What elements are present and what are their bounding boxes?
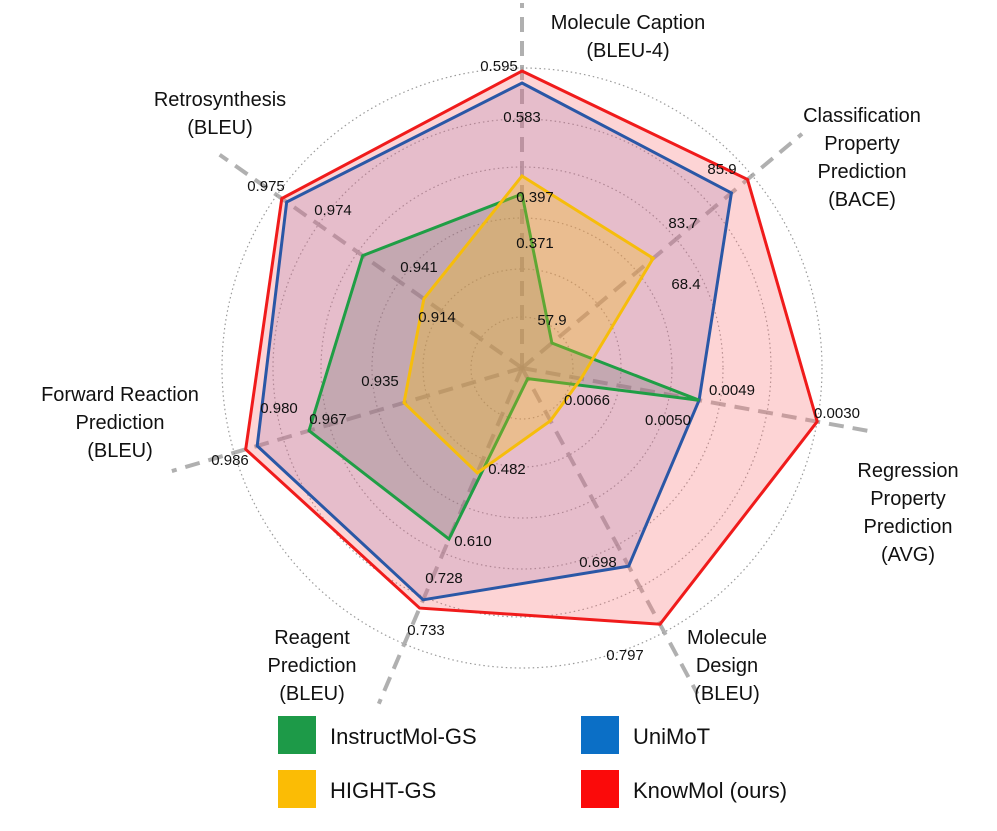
legend-label-unimot: UniMoT [633, 724, 710, 749]
value-label: 0.974 [314, 202, 352, 219]
value-label: 0.935 [361, 373, 399, 390]
axis-labels: Molecule Caption (BLEU-4) ClassificationPr… [41, 12, 959, 705]
value-label: 0.914 [418, 309, 456, 326]
value-label: 0.371 [516, 235, 554, 252]
legend-label-knowmol-ours: KnowMol (ours) [633, 778, 787, 803]
value-label: 0.698 [579, 554, 617, 571]
value-label: 0.397 [516, 189, 554, 206]
value-label: 0.986 [211, 452, 249, 469]
legend-swatch-hight-gs [278, 770, 316, 808]
axis-label-5: Reagent [274, 627, 350, 649]
value-label: 0.0030 [814, 405, 860, 422]
value-label: 83.7 [668, 215, 697, 232]
axis-label-2: Property [824, 133, 900, 155]
value-label: 0.980 [260, 400, 298, 417]
value-label: 0.941 [400, 259, 438, 276]
series-unimot [255, 81, 734, 602]
axis-label-5: (BLEU) [279, 683, 345, 705]
axis-spoke-4 [520, 367, 700, 695]
value-label: 57.9 [537, 312, 566, 329]
grid-ring-4 [320, 166, 724, 570]
axis-label-3: Regression [857, 460, 958, 482]
series-hight-gs [402, 174, 656, 475]
value-label: 0.967 [309, 411, 347, 428]
axis-label-7: (BLEU) [187, 117, 253, 139]
grid-ring-5 [272, 118, 772, 618]
value-label: 68.4 [671, 276, 700, 293]
axis-label-3: Property [870, 488, 946, 510]
legend: InstructMol-GS HIGHT-GS UniMoT KnowMol (our… [278, 716, 787, 808]
legend-swatch-knowmol-ours [581, 770, 619, 808]
axis-label-3: (AVG) [881, 544, 935, 566]
legend-label-instructmol-gs: InstructMol-GS [330, 724, 477, 749]
axis-label-2: Classification [803, 105, 921, 127]
legend-swatch-unimot [581, 716, 619, 754]
axis-label-4: Design [696, 655, 758, 677]
value-label: 0.595 [480, 58, 518, 75]
axis-label-1: Molecule Caption [551, 12, 706, 34]
axis-label-4: Molecule [687, 627, 767, 649]
axis-label-1: (BLEU-4) [586, 40, 669, 62]
value-label: 0.0066 [564, 392, 610, 409]
axis-spoke-7 [218, 153, 524, 370]
axis-spoke-6 [171, 366, 523, 473]
value-label: 0.0050 [645, 412, 691, 429]
series-instructmol-gs [307, 191, 700, 542]
axis-label-2: Prediction [818, 161, 907, 183]
value-label: 0.610 [454, 533, 492, 550]
value-label: 0.728 [425, 570, 463, 587]
axis-label-7: Retrosynthesis [154, 89, 286, 111]
value-label: 0.733 [407, 622, 445, 639]
value-label: 0.583 [503, 109, 541, 126]
series-polygons [244, 69, 819, 626]
value-label: 0.482 [488, 461, 526, 478]
series-knowmol-ours [244, 69, 819, 626]
axis-label-3: Prediction [864, 516, 953, 538]
axis-spoke-2 [520, 132, 804, 370]
value-labels: 0.595 0.583 0.397 0.371 85.9 83.7 68.4 57.9 0.00… [211, 58, 860, 664]
axis-label-6: (BLEU) [87, 440, 153, 462]
value-label: 85.9 [707, 161, 736, 178]
value-label: 0.975 [247, 178, 285, 195]
axis-label-5: Prediction [268, 655, 357, 677]
axis-label-2: (BACE) [828, 189, 896, 211]
axis-label-6: Forward Reaction [41, 384, 199, 406]
axis-label-4: (BLEU) [694, 683, 760, 705]
value-label: 0.797 [606, 647, 644, 664]
value-label: 0.0049 [709, 382, 755, 399]
legend-label-hight-gs: HIGHT-GS [330, 778, 436, 803]
grid-ring-2 [422, 268, 622, 468]
axis-label-6: Prediction [76, 412, 165, 434]
legend-swatch-instructmol-gs [278, 716, 316, 754]
